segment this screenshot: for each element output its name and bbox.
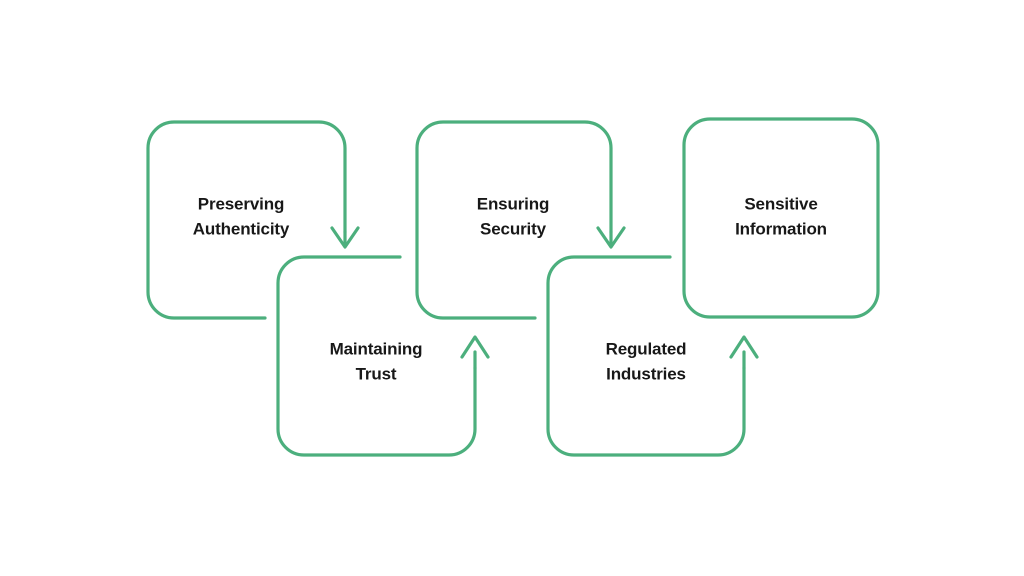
arrowhead-down-3 [596,226,626,249]
node-regulated-industries[interactable] [546,255,759,457]
arrowhead-down-1 [330,226,360,249]
arrowhead-up-2 [460,335,490,359]
node-preserving-authenticity[interactable] [146,120,360,320]
node-sensitive-information[interactable] [682,117,880,319]
arrowhead-up-4 [729,335,759,359]
node-ensuring-security[interactable] [415,120,626,320]
node-maintaining-trust[interactable] [276,255,490,457]
